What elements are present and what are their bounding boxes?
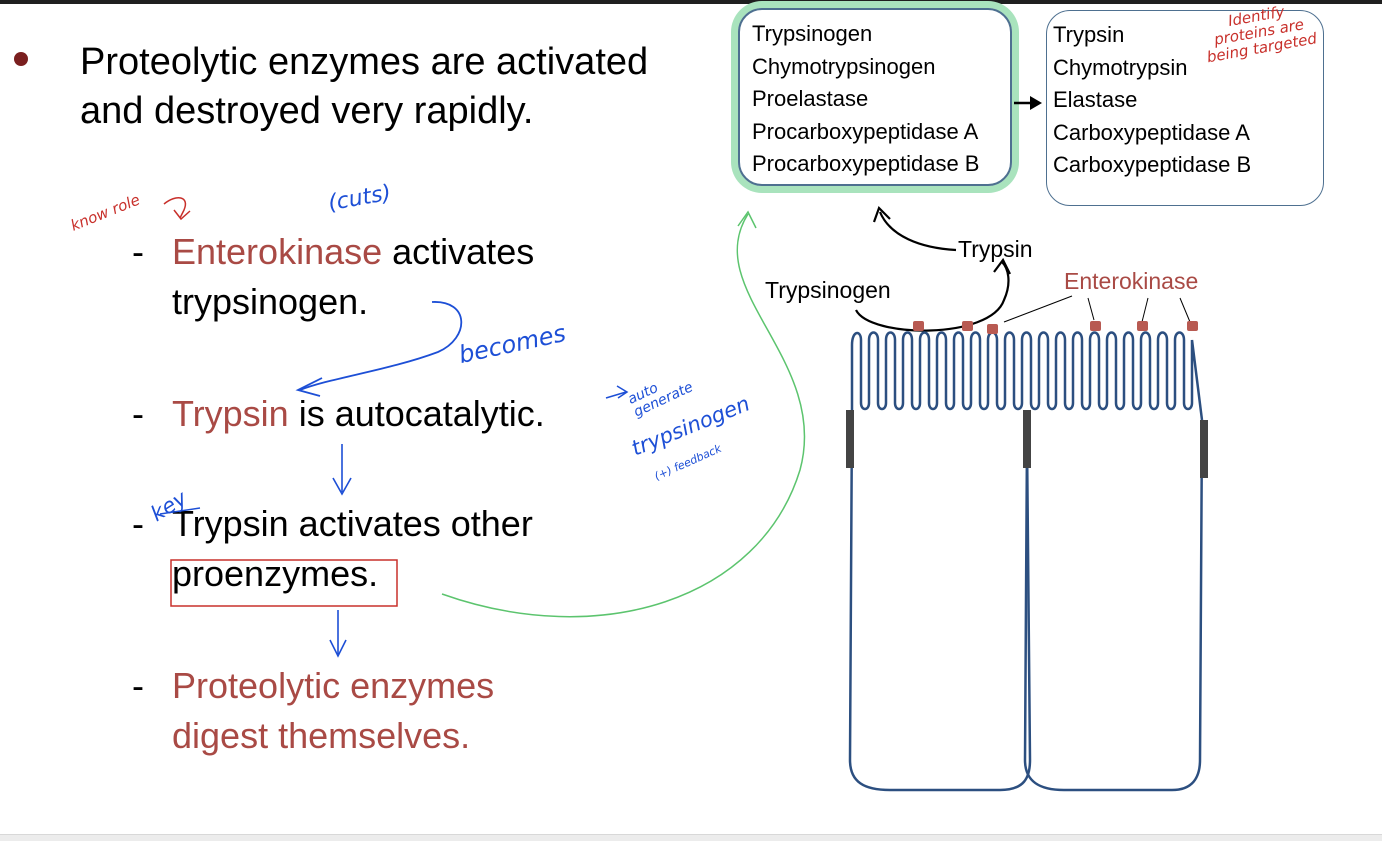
sub-bullet-dash: - <box>132 503 144 544</box>
auto-arrowhead <box>616 385 629 399</box>
know-role-arrowhead <box>173 209 191 221</box>
becomes-arrowhead <box>295 377 323 397</box>
main-bullet: Proteolytic enzymes are activated and de… <box>80 41 649 132</box>
sub-bullet-digest: Proteolytic enzymes <box>172 665 495 706</box>
window-bottom-bar <box>0 834 1382 841</box>
cell-outline-right <box>1023 419 1204 792</box>
auto-arrow <box>605 391 627 399</box>
diagram-trypsinogen-label: Trypsinogen <box>765 277 891 303</box>
know-role-arrow <box>163 197 187 219</box>
activation-arrowhead <box>1030 96 1042 110</box>
tight-junction <box>1200 420 1208 478</box>
proenzyme-item: Trypsinogen <box>752 21 873 46</box>
proenzyme-item: Procarboxypeptidase B <box>752 151 980 176</box>
active-enzyme-item: Elastase <box>1053 87 1138 112</box>
active-enzyme-item: Trypsin <box>1053 22 1125 47</box>
sub-bullet-digest-line2: digest themselves. <box>172 715 471 756</box>
trypsin-arrowhead <box>993 257 1011 275</box>
enterokinase-term: Enterokinase <box>172 231 383 272</box>
window-top-bar <box>0 0 1382 4</box>
sub-bullet-dash: - <box>132 665 144 706</box>
sub-bullet-text: activates <box>382 231 535 272</box>
down-arrow-2-head <box>329 639 347 658</box>
diagram-trypsin-label: Trypsin <box>958 236 1033 262</box>
sub-bullet-dash: - <box>132 231 144 272</box>
bullet-dot <box>14 52 28 66</box>
active-enzyme-item: Carboxypeptidase B <box>1053 152 1252 177</box>
trypsin-term: Trypsin <box>172 393 289 434</box>
enterokinase-leader <box>1179 297 1191 323</box>
trypsinogen-to-trypsin-arrow <box>855 261 1010 332</box>
sub-bullet-tail: . <box>368 553 379 594</box>
proenzyme-item: Chymotrypsinogen <box>752 53 936 79</box>
diagram-enterokinase-label: Enterokinase <box>1064 268 1199 294</box>
enterokinase-dots <box>913 321 1198 334</box>
sub-bullet-trypsin-autocatalytic: Trypsin is autocatalytic. <box>172 390 545 438</box>
enterokinase-leader <box>1003 295 1073 323</box>
becomes-arrow <box>299 301 463 391</box>
sub-bullet-trypsin-activates: Trypsin activates other <box>172 503 533 544</box>
feedback-arrowhead <box>737 210 757 229</box>
tight-junction <box>1023 410 1031 468</box>
active-enzyme-box: Trypsin Chymotrypsin Elastase Carboxypep… <box>1046 10 1324 206</box>
proenzyme-item: Proelastase <box>752 86 869 111</box>
proenzymes-arrowhead <box>872 205 891 223</box>
intestinal-cells <box>846 331 1208 792</box>
sub-bullet-enterokinase: Enterokinase activates <box>172 228 534 276</box>
proenzyme-item: Procarboxypeptidase A <box>752 118 979 144</box>
active-enzyme-item: Chymotrypsin <box>1053 54 1188 80</box>
key-underline <box>159 507 201 515</box>
sub-bullet-dash: - <box>132 393 144 434</box>
active-enzyme-item: Carboxypeptidase A <box>1053 119 1250 145</box>
feedback-arrow <box>441 213 806 618</box>
enterokinase-leader <box>1141 297 1149 323</box>
sub-bullet-text-line2: trypsinogen. <box>172 281 369 322</box>
proenzyme-box: Trypsinogen Chymotrypsinogen Proelastase… <box>738 8 1012 186</box>
cell-outline-left <box>848 409 1032 792</box>
down-arrow-1-head <box>332 477 352 496</box>
enterokinase-leader <box>1087 297 1095 321</box>
tight-junction <box>846 410 854 468</box>
brush-border-microvilli <box>850 331 1204 421</box>
proenzymes-highlight-box <box>170 559 398 607</box>
sub-bullet-text: is autocatalytic. <box>288 393 545 434</box>
trypsin-to-proenzymes-arrow <box>878 211 957 252</box>
